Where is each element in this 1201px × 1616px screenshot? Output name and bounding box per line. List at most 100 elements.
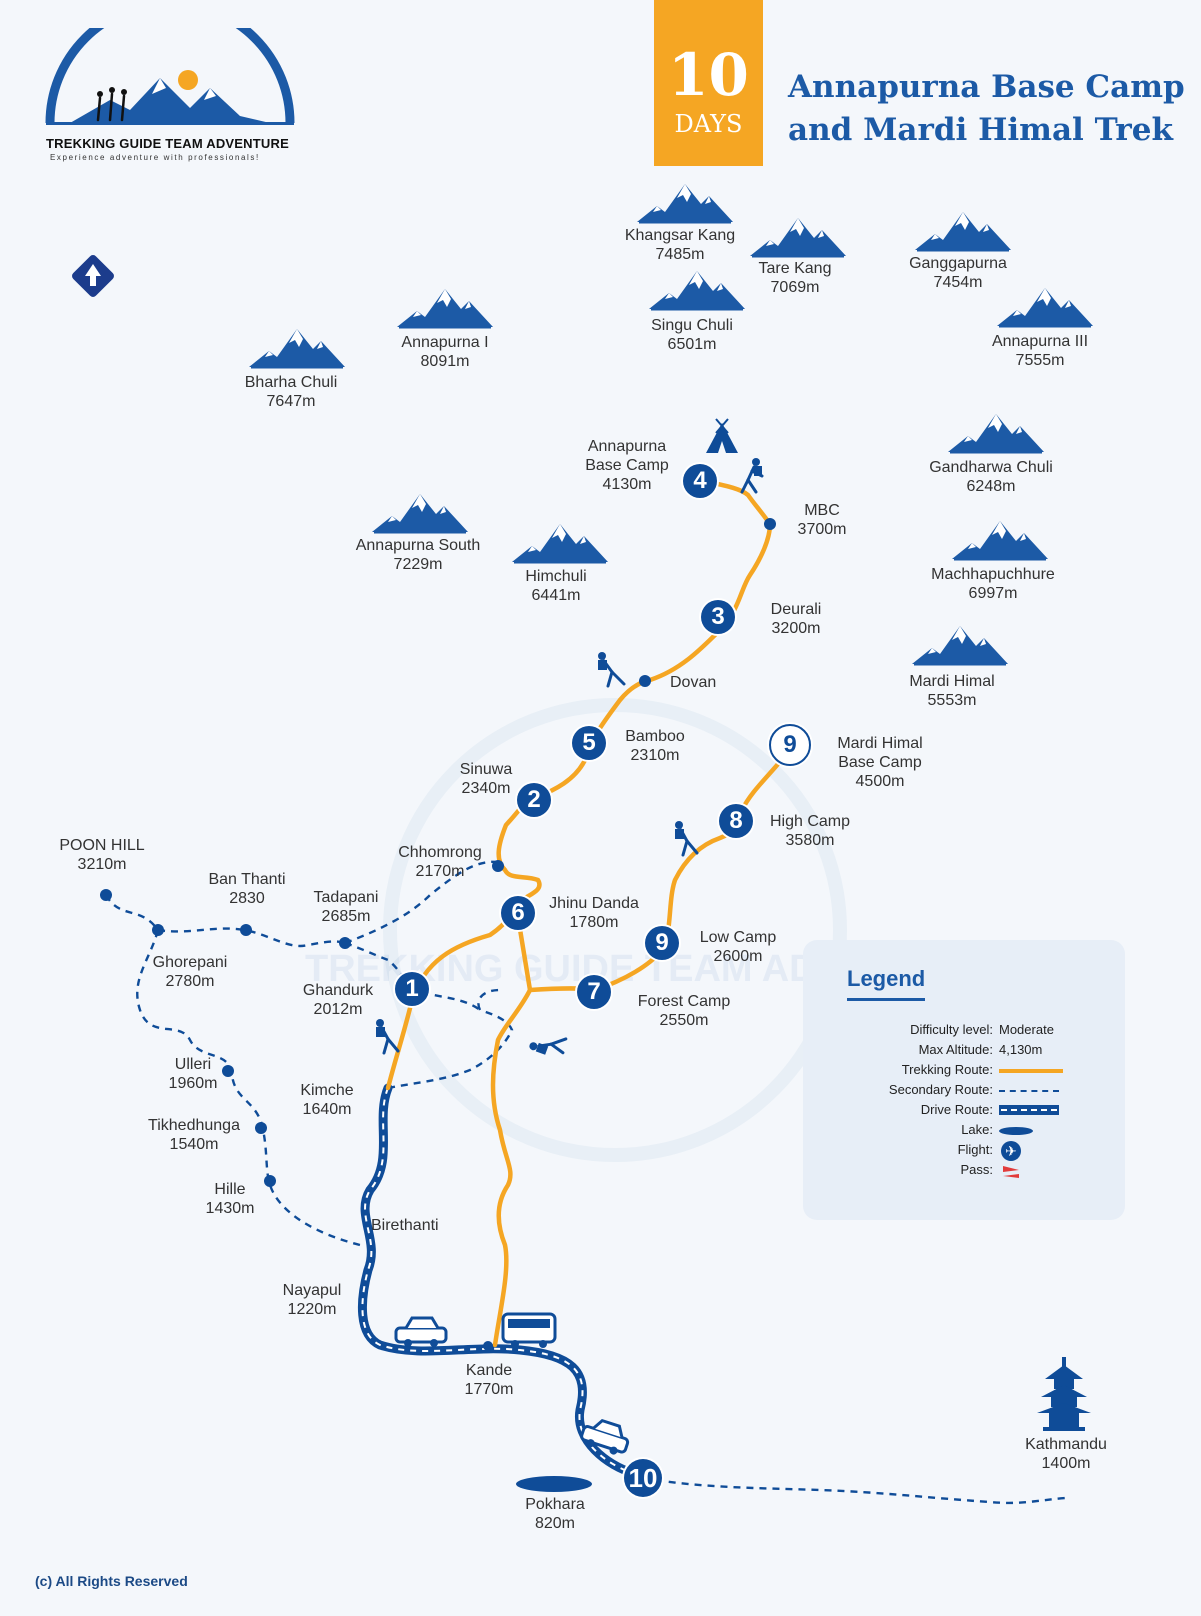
day-stop-2: 2	[517, 783, 551, 817]
car-icon	[394, 1316, 448, 1347]
place-name: Sinuwa	[459, 761, 513, 778]
tikhedhunga-dot	[255, 1122, 267, 1134]
peak-name: Tare Kang	[758, 260, 832, 277]
place-alt: 2310m	[630, 747, 680, 764]
peak-name: Annapurna III	[991, 333, 1089, 350]
place-alt: 2780m	[165, 973, 215, 990]
place-name: Tikhedhunga	[148, 1117, 240, 1134]
legend-row-secondary: Secondary Route:	[803, 1082, 1125, 1100]
place-name: Ghorepani	[152, 954, 228, 971]
mountain-icon	[950, 517, 1050, 561]
place-name: Low Camp	[699, 929, 777, 946]
place-name: Annapurna	[587, 438, 667, 455]
place-alt: 3200m	[771, 620, 821, 637]
place-name: Hille	[214, 1181, 246, 1198]
pass-icon	[1003, 1166, 1019, 1178]
place-label-bamboo: Bamboo 2310m	[625, 727, 685, 765]
legend-key: Drive Route:	[920, 1102, 993, 1117]
peak-label-tare-kang: Tare Kang 7069m	[759, 259, 832, 297]
dovan-dot	[639, 675, 651, 687]
peak-label-machhapuchhure: Machhapuchhure 6997m	[931, 565, 1055, 603]
peak-alt: 6997m	[968, 585, 1018, 602]
hiker-icon-kande	[529, 1037, 568, 1055]
bus-icon	[501, 1312, 557, 1348]
day-stop-1: 1	[395, 972, 429, 1006]
place-alt: 1400m	[1041, 1455, 1091, 1472]
peak-alt: 6248m	[966, 478, 1016, 495]
flight-icon: ✈	[1001, 1141, 1021, 1161]
peak-name: Machhapuchhure	[931, 566, 1055, 583]
peak-alt: 7069m	[770, 279, 820, 296]
peak-alt: 7229m	[393, 556, 443, 573]
legend-key: Secondary Route:	[888, 1082, 993, 1097]
ghorepani-dot	[152, 924, 164, 936]
peak-name: Annapurna South	[355, 537, 481, 554]
place-name: Mardi Himal	[837, 735, 923, 752]
mountain-icon	[913, 208, 1013, 252]
peak-label-bharha-chuli: Bharha Chuli 7647m	[245, 373, 338, 411]
mountain-icon	[510, 520, 610, 564]
place-name: Forest Camp	[637, 993, 731, 1010]
hiker-icons	[376, 458, 764, 1055]
legend-row-flight: Flight: ✈	[803, 1141, 1125, 1161]
place-alt: 1220m	[287, 1301, 337, 1318]
legend-row-lake: Lake:	[803, 1122, 1125, 1140]
place-alt: 820m	[534, 1515, 576, 1532]
place-alt: 4500m	[855, 773, 905, 790]
place-alt: 1770m	[464, 1381, 514, 1398]
legend-row-pass: Pass:	[803, 1162, 1125, 1180]
place-alt: 1640m	[302, 1101, 352, 1118]
place-label-dovan: Dovan	[670, 673, 716, 692]
ban-thanti-dot	[240, 924, 252, 936]
place-name: Chhomrong	[398, 844, 482, 861]
days-number: 10	[668, 41, 749, 109]
legend-underline	[847, 998, 925, 1001]
day-stop-9-mardi-bc: 9	[769, 724, 811, 766]
place-alt: 2550m	[659, 1012, 709, 1029]
kande-dot	[483, 1341, 493, 1351]
legend-key: Pass:	[960, 1162, 993, 1177]
tent-icon	[706, 418, 738, 453]
peak-alt: 7647m	[266, 393, 316, 410]
title-line-2: and Mardi Himal Trek	[788, 112, 1173, 148]
chhomrong-dot	[492, 860, 504, 872]
place-alt: 1540m	[169, 1136, 219, 1153]
peak-name: Annapurna I	[401, 334, 489, 351]
place-alt: 2012m	[313, 1001, 363, 1018]
place-name: Bamboo	[625, 728, 685, 745]
north-arrow-icon	[72, 255, 114, 297]
hiker-icon-abc	[740, 458, 764, 494]
legend-row-drive: Drive Route:	[803, 1102, 1125, 1120]
legend-row-max-altitude: Max Altitude: 4,130m	[803, 1042, 1125, 1060]
place-alt: 3580m	[785, 832, 835, 849]
day-stop-5: 5	[572, 726, 606, 760]
legend-value: Moderate	[999, 1022, 1054, 1037]
place-alt: 3700m	[797, 521, 847, 538]
copyright-notice: (c) All Rights Reserved	[35, 1573, 188, 1589]
day-stop-4: 4	[683, 464, 717, 498]
hille-dot	[264, 1175, 276, 1187]
peak-alt: 6441m	[531, 587, 581, 604]
mountain-icon	[647, 267, 747, 311]
hiker-icon-dovan	[598, 652, 626, 688]
peak-alt: 7485m	[655, 246, 705, 263]
legend-key: Difficulty level:	[910, 1022, 993, 1037]
day-stop-8: 8	[719, 804, 753, 838]
brand-tagline: Experience adventure with professionals!	[50, 153, 260, 162]
peak-name: Bharha Chuli	[244, 374, 338, 391]
hiker-icon-ghandruk	[376, 1019, 400, 1055]
place-name: Nayapul	[282, 1282, 342, 1299]
